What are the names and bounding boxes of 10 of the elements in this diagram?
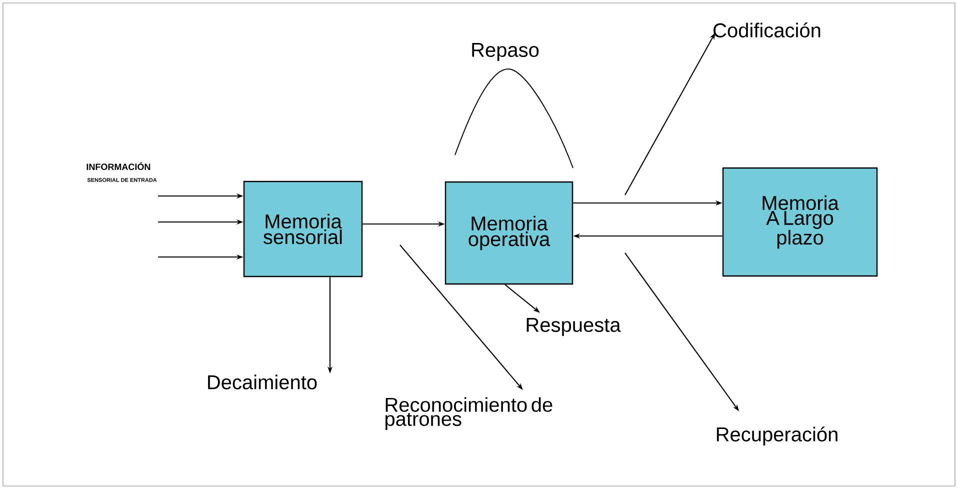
memory-box: Memoria sensorial [243, 180, 363, 278]
memory-box: Memoria A Largo plazo [722, 167, 878, 277]
process-label: Decaimiento [208, 374, 317, 390]
label-text: INFORMACIÓN [86, 162, 150, 170]
process-label: Respuesta [526, 318, 621, 336]
process-label: Recuperación [716, 426, 838, 446]
memory-box: Memoria operativa [444, 181, 574, 285]
process-label: Reconocimiento de patrones [386, 397, 552, 430]
process-label: Codificación [714, 22, 820, 38]
label-text: Repaso [472, 43, 539, 61]
